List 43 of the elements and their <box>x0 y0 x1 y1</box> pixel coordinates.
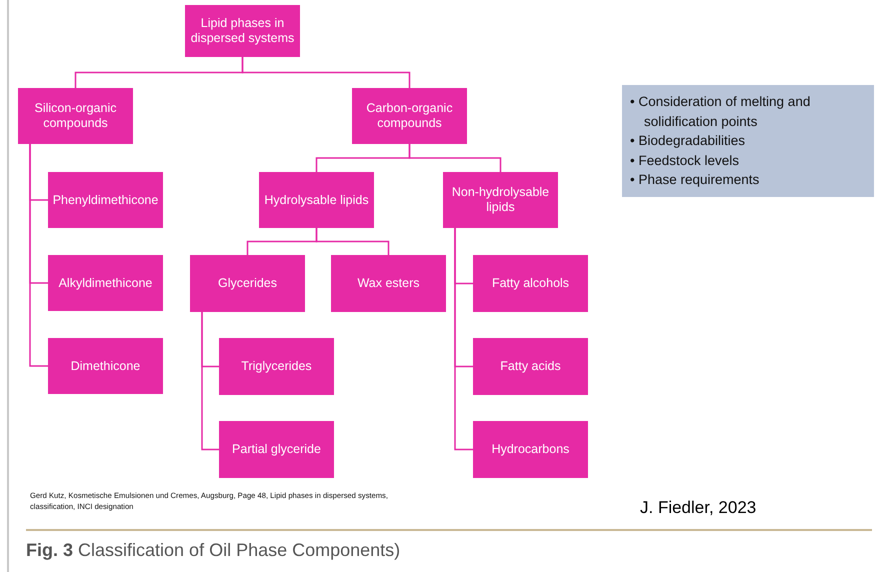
box-label: Lipid phases in dispersed systems <box>190 16 296 46</box>
category-box <box>48 338 163 394</box>
box-label: Wax esters <box>357 276 420 291</box>
box-label: Alkyldimethicone <box>58 276 152 290</box>
box-label: Dimethicone <box>70 358 140 374</box>
box-label: Hydrocarbons <box>492 442 570 457</box>
connector-line <box>316 228 390 255</box>
category-box <box>473 421 588 478</box>
figure-caption: Fig. 3 Classification of Oil Phase Components) <box>26 540 400 561</box>
bullet-item: • Biodegradabilities <box>630 132 746 150</box>
category-box <box>259 172 374 228</box>
info-panel <box>622 85 874 197</box>
connector-line <box>454 228 473 450</box>
connector-line <box>201 312 219 450</box>
credit-text: J. Fiedler, 2023 <box>640 498 756 518</box>
box-label: Fatty acids <box>500 359 561 374</box>
category-box <box>473 338 588 395</box>
category-box <box>473 255 588 312</box>
bullet-item: • Phase requirements <box>630 171 760 190</box>
category-box <box>18 88 133 144</box>
connector-line <box>29 144 48 367</box>
box-label: Silicon-organic compounds <box>34 101 118 131</box>
connector-line <box>242 57 410 88</box>
category-box <box>48 172 163 228</box>
box-label: Carbon-organic compounds <box>365 101 454 131</box>
box-label: Non-hydrolysable lipids <box>450 185 550 215</box>
category-box <box>219 421 334 478</box>
connector-line <box>408 144 502 172</box>
category-box <box>219 338 334 395</box>
category-box <box>443 172 558 228</box>
box-label: Hydrolysable lipids <box>264 192 369 208</box>
box-label: Triglycerides <box>241 359 312 374</box>
box-label: Phenyldimethicone <box>52 192 158 208</box>
box-label: Fatty alcohols <box>492 276 570 291</box>
box-label: Glycerides <box>218 276 278 291</box>
category-box <box>190 255 305 312</box>
category-box <box>331 255 446 312</box>
category-box <box>48 255 163 311</box>
bullet-item: • Consideration of melting and solidification points <box>630 93 812 131</box>
box-label: Partial glyceride <box>232 442 321 457</box>
category-box <box>185 5 300 57</box>
bullet-item: • Feedstock levels <box>630 152 740 170</box>
category-box <box>352 88 467 144</box>
